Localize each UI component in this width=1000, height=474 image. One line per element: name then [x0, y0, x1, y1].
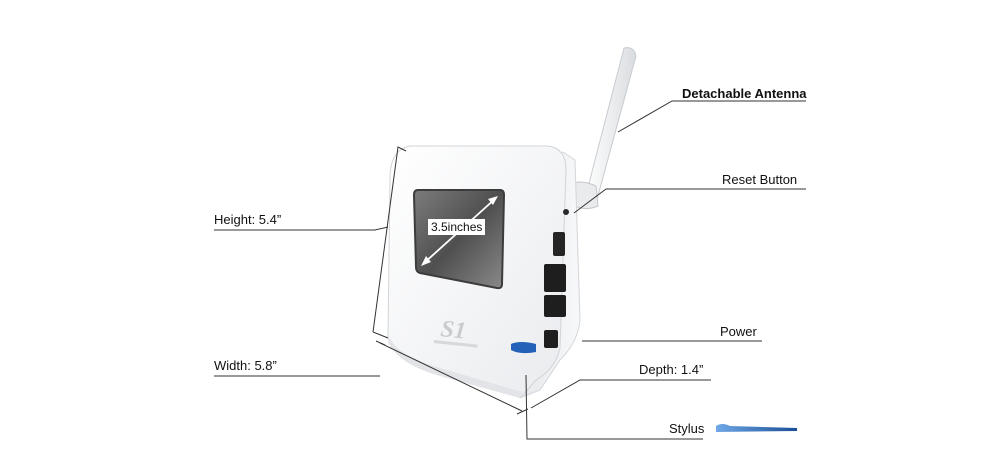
- device-logo: S1: [439, 316, 467, 345]
- label-reset-button: Reset Button: [722, 172, 798, 187]
- power-jack: [544, 330, 558, 348]
- label-height: Height: 5.4”: [214, 212, 282, 227]
- usb-port: [553, 232, 565, 256]
- stylus-pen: [716, 424, 797, 432]
- reset-hole: [563, 209, 569, 215]
- label-stylus: Stylus: [669, 421, 705, 436]
- stylus-holder: [511, 342, 536, 354]
- label-width: Width: 5.8”: [214, 358, 277, 373]
- touch-screen: [412, 189, 506, 290]
- label-screen-size: 3.5inches: [428, 219, 486, 235]
- label-depth: Depth: 1.4”: [639, 362, 704, 377]
- ethernet-port-2: [544, 295, 566, 317]
- antenna: [567, 47, 637, 210]
- logo-subtext-mark: [433, 340, 478, 348]
- label-detachable-antenna: Detachable Antenna: [682, 86, 807, 101]
- side-ports: [544, 209, 569, 348]
- leader-lines: [214, 100, 806, 440]
- label-power: Power: [720, 324, 757, 339]
- ethernet-port-1: [544, 264, 566, 292]
